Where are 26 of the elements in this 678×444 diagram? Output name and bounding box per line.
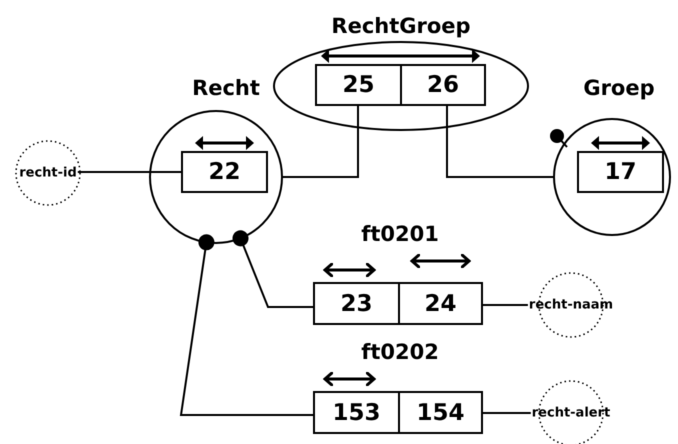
value-name: recht-naam — [528, 298, 614, 312]
entity-name: Groep — [582, 76, 656, 100]
role-connector — [232, 230, 313, 308]
entity-circle — [148, 76, 284, 243]
role-box: 24 — [398, 282, 483, 325]
value-name: recht-alert — [532, 406, 610, 420]
fact-type-name: ft0202 — [360, 340, 440, 364]
role-box: 25 — [315, 64, 402, 106]
objectified-fact-ellipse — [272, 14, 530, 132]
entity-circle — [552, 76, 672, 235]
fact-type-name: ft0201 — [360, 222, 440, 246]
role-connector — [446, 106, 554, 178]
value-name: recht-id — [19, 166, 77, 180]
entity-name: RechtGroep — [330, 14, 472, 38]
role-connector — [483, 304, 528, 306]
role-connector — [483, 412, 531, 414]
entity-name: Recht — [191, 76, 261, 100]
role-box: 22 — [181, 151, 268, 193]
role-connector — [180, 234, 313, 416]
role-box: 23 — [313, 282, 400, 325]
role-box: 26 — [400, 64, 486, 106]
role-connector — [78, 171, 181, 173]
role-connector — [282, 106, 359, 178]
role-box: 153 — [313, 391, 400, 434]
role-box: 154 — [398, 391, 483, 434]
role-box: 17 — [577, 151, 664, 193]
